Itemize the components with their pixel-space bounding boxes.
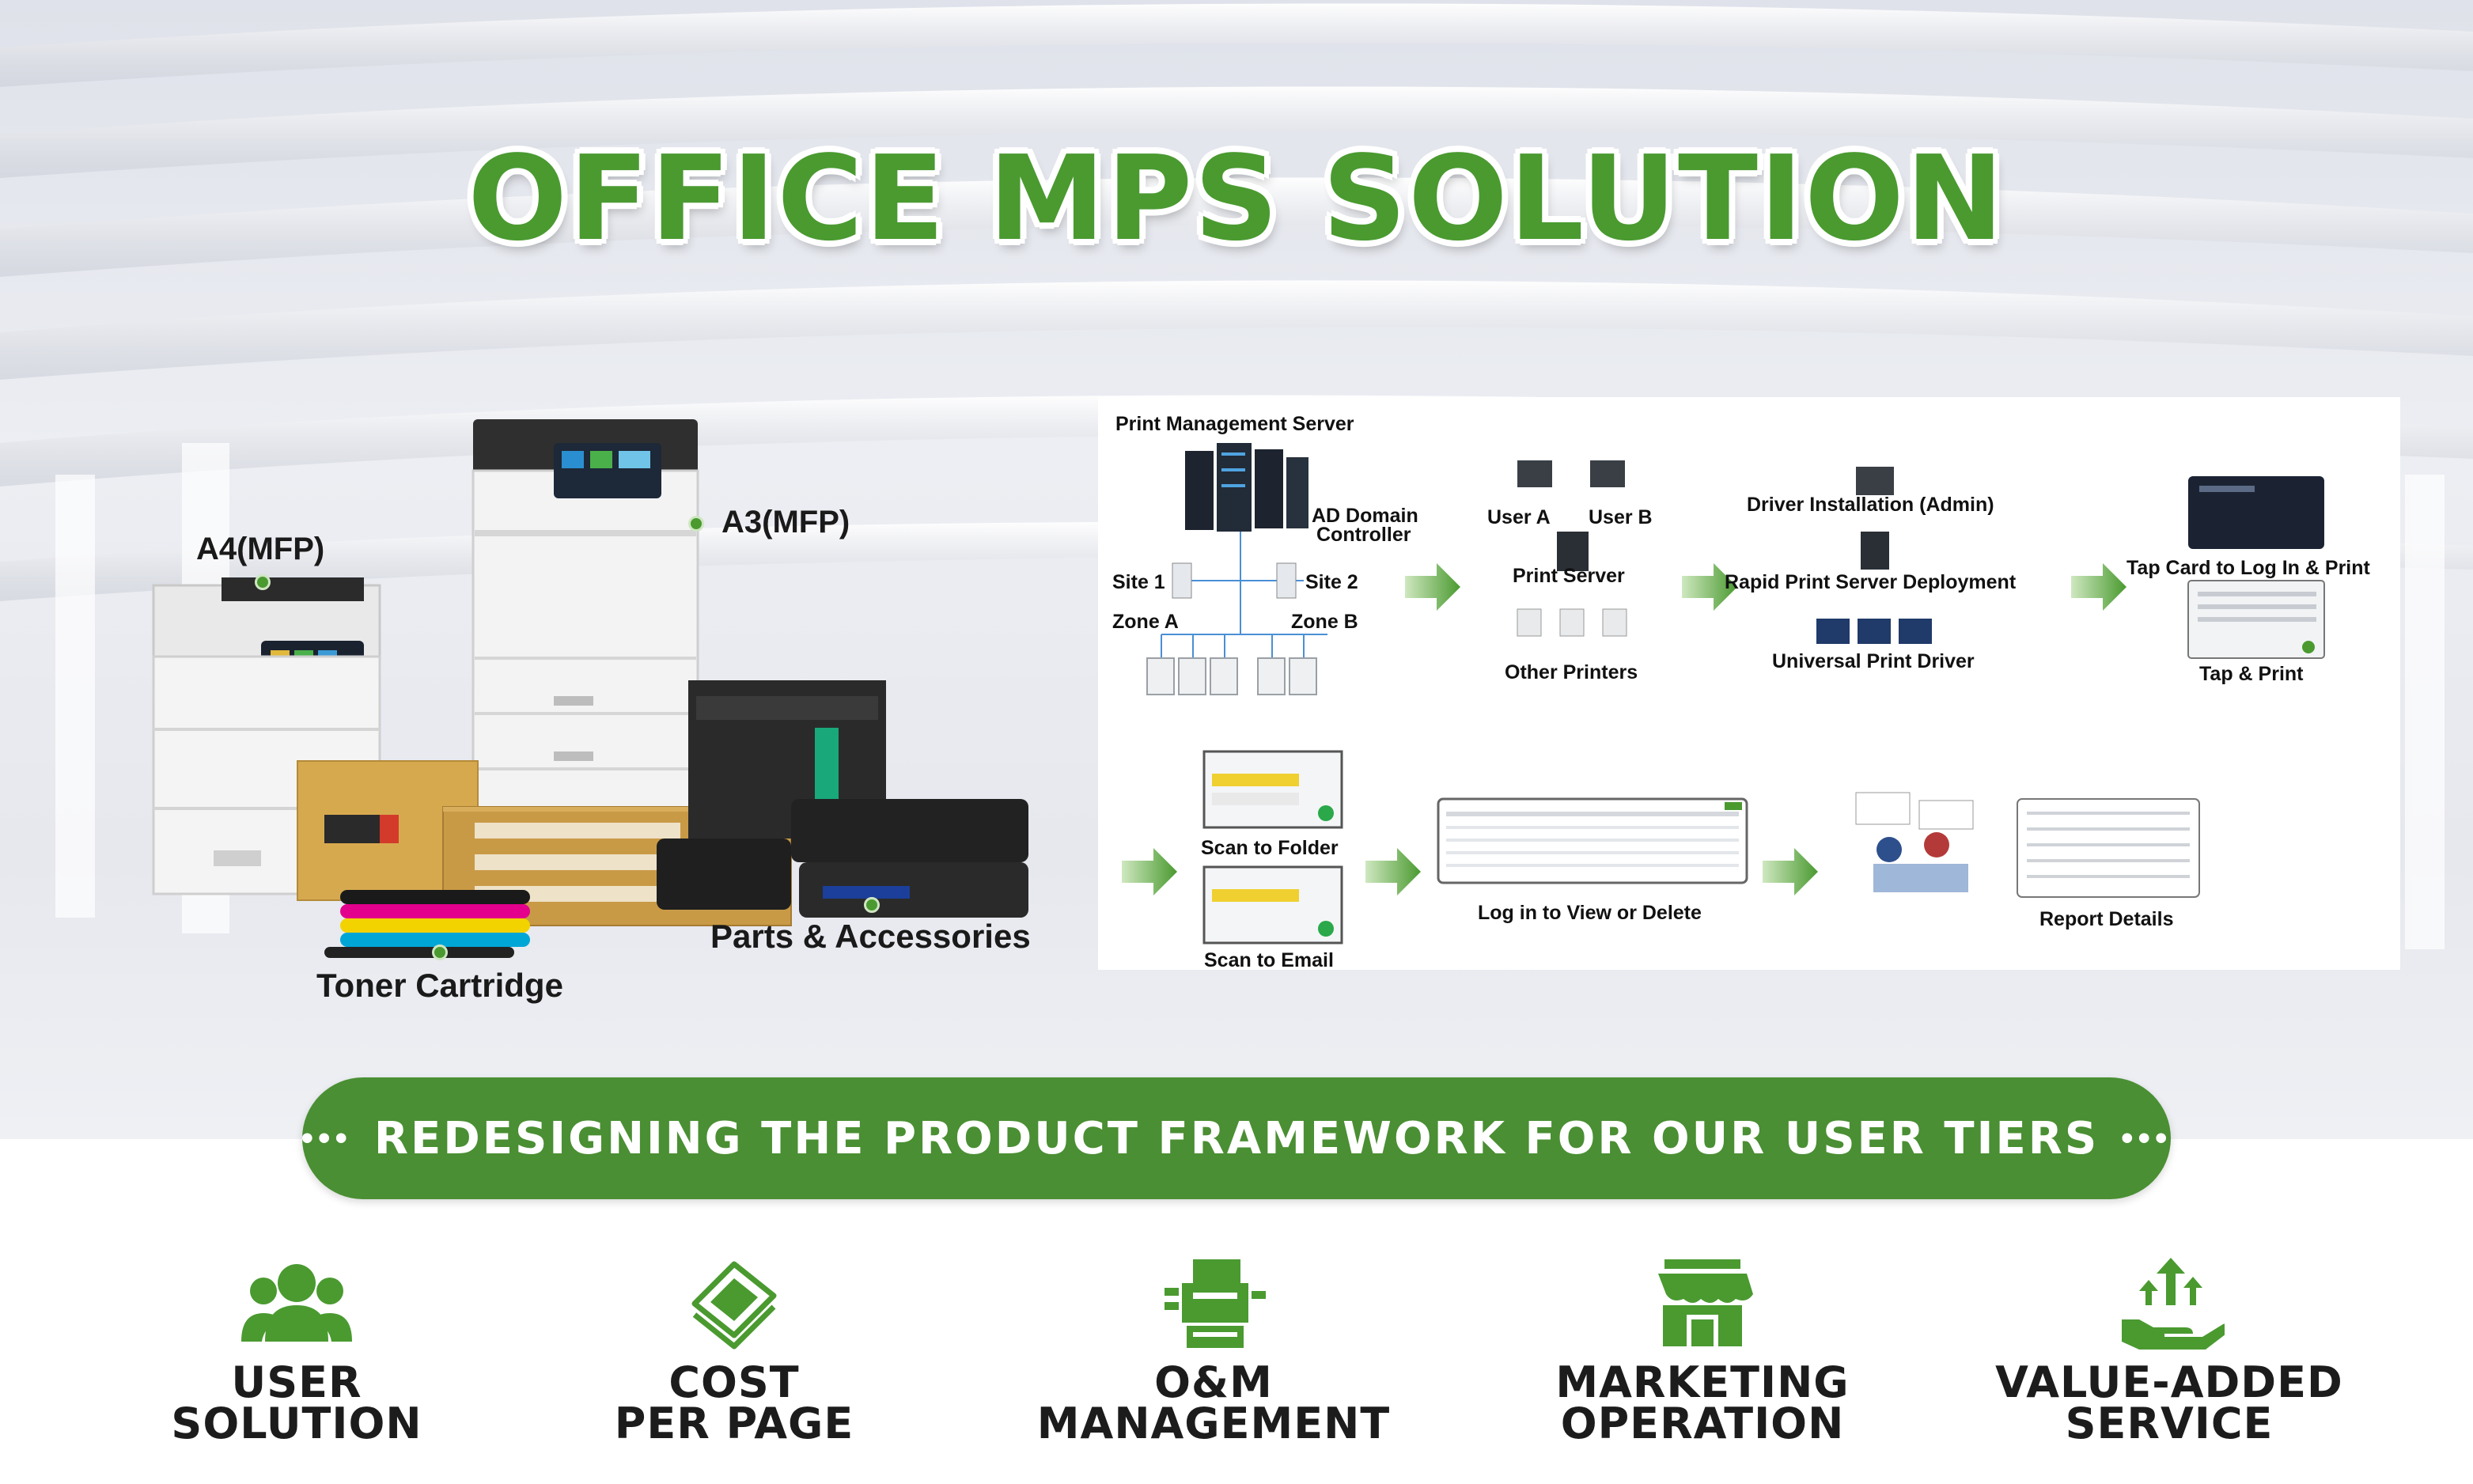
print-workflow-diagram: Print Management Server AD Domain Contro… <box>1098 397 2400 971</box>
server-rack-image <box>1185 443 1308 532</box>
hand-growth-icon <box>2122 1258 2225 1350</box>
paper-stack-icon <box>691 1261 777 1350</box>
parts-marker <box>864 897 880 913</box>
report-image <box>1855 792 2200 898</box>
tiers-banner: ••• REDESIGNING THE PRODUCT FRAMEWORK FO… <box>301 1077 2172 1199</box>
tier-1-line1: USER <box>231 1357 362 1407</box>
banner-text: REDESIGNING THE PRODUCT FRAMEWORK FOR OU… <box>373 1112 2100 1164</box>
login-table-image <box>1437 797 1748 884</box>
print-server-image <box>1517 460 1627 637</box>
tier-om-management: O&M MANAGEMENT <box>1008 1256 1419 1448</box>
a3-marker <box>688 516 704 532</box>
universal-driver-label: Universal Print Driver <box>1772 650 1975 672</box>
tier-marketing-operation: MARKETING OPERATION <box>1497 1256 1908 1448</box>
tap-card-label: Tap Card to Log In & Print <box>2126 557 2370 579</box>
site2-label: Site 2 <box>1305 571 1358 593</box>
server-label: Print Management Server <box>1115 413 1354 435</box>
user-b-label: User B <box>1589 506 1653 528</box>
a4-marker <box>255 574 271 590</box>
tier-cost-per-page: COST PER PAGE <box>528 1256 940 1448</box>
site1-label: Site 1 <box>1112 571 1165 593</box>
scan-email-label: Scan to Email <box>1204 949 1334 971</box>
scan-folder-label: Scan to Folder <box>1201 837 1339 859</box>
parts-image <box>657 680 1028 918</box>
rapid-deploy-label: Rapid Print Server Deployment <box>1725 571 2017 593</box>
user-a-label: User A <box>1487 506 1551 528</box>
printer-icon <box>1165 1259 1266 1348</box>
a3-label: A3(MFP) <box>721 505 850 539</box>
tier-2-line1: COST <box>668 1357 800 1407</box>
zone-a-label: Zone A <box>1112 611 1179 633</box>
parts-label: Parts & Accessories <box>710 918 1031 955</box>
tap-print-label: Tap & Print <box>2199 663 2304 685</box>
toner-cartridges-image <box>324 890 530 958</box>
toner-label: Toner Cartridge <box>316 967 563 1004</box>
banner-dots-right: ••• <box>2121 1119 2172 1157</box>
users-icon <box>241 1264 352 1342</box>
arrow-icon <box>1122 848 1177 895</box>
arrow-icon <box>1682 563 1737 611</box>
login-label: Log in to View or Delete <box>1478 902 1702 924</box>
banner-dots-left: ••• <box>301 1119 352 1157</box>
tier-1-line2: SOLUTION <box>171 1399 422 1448</box>
zone-b-label: Zone B <box>1291 611 1358 633</box>
product-showcase: A4(MFP) A3(MFP) Toner Cartridge Parts & … <box>142 396 1076 1028</box>
tier-value-added-service: VALUE-ADDED SERVICE <box>1964 1256 2375 1448</box>
arrow-icon <box>1365 848 1421 895</box>
other-printers-label: Other Printers <box>1505 661 1638 683</box>
tier-3-line1: O&M <box>1154 1357 1273 1407</box>
page-title: OFFICE MPS SOLUTION <box>468 131 2005 267</box>
tier-4-line1: MARKETING <box>1555 1357 1850 1407</box>
arrow-icon <box>1405 563 1460 611</box>
arrow-icon <box>2071 563 2126 611</box>
tier-3-line2: MANAGEMENT <box>1036 1399 1391 1448</box>
arrow-icon <box>1763 848 1818 895</box>
report-label: Report Details <box>2039 908 2174 930</box>
tier-4-line2: OPERATION <box>1560 1399 1845 1448</box>
tier-2-line2: PER PAGE <box>614 1399 854 1448</box>
print-server-label: Print Server <box>1513 565 1625 587</box>
storefront-icon <box>1658 1259 1753 1346</box>
tap-card-screens-image <box>2187 476 2325 659</box>
tier-user-solution: USER SOLUTION <box>91 1256 502 1448</box>
ad-label-2: Controller <box>1316 524 1411 546</box>
ad-label-1: AD Domain <box>1312 505 1418 527</box>
tier-5-line1: VALUE-ADDED <box>1995 1357 2343 1407</box>
tier-5-line2: SERVICE <box>2065 1399 2274 1448</box>
scan-screens-image <box>1202 750 1343 945</box>
driver-install-label: Driver Installation (Admin) <box>1747 494 1994 516</box>
driver-deployment-image <box>1816 467 1932 644</box>
toner-marker <box>432 945 448 960</box>
a4-label: A4(MFP) <box>196 532 325 566</box>
